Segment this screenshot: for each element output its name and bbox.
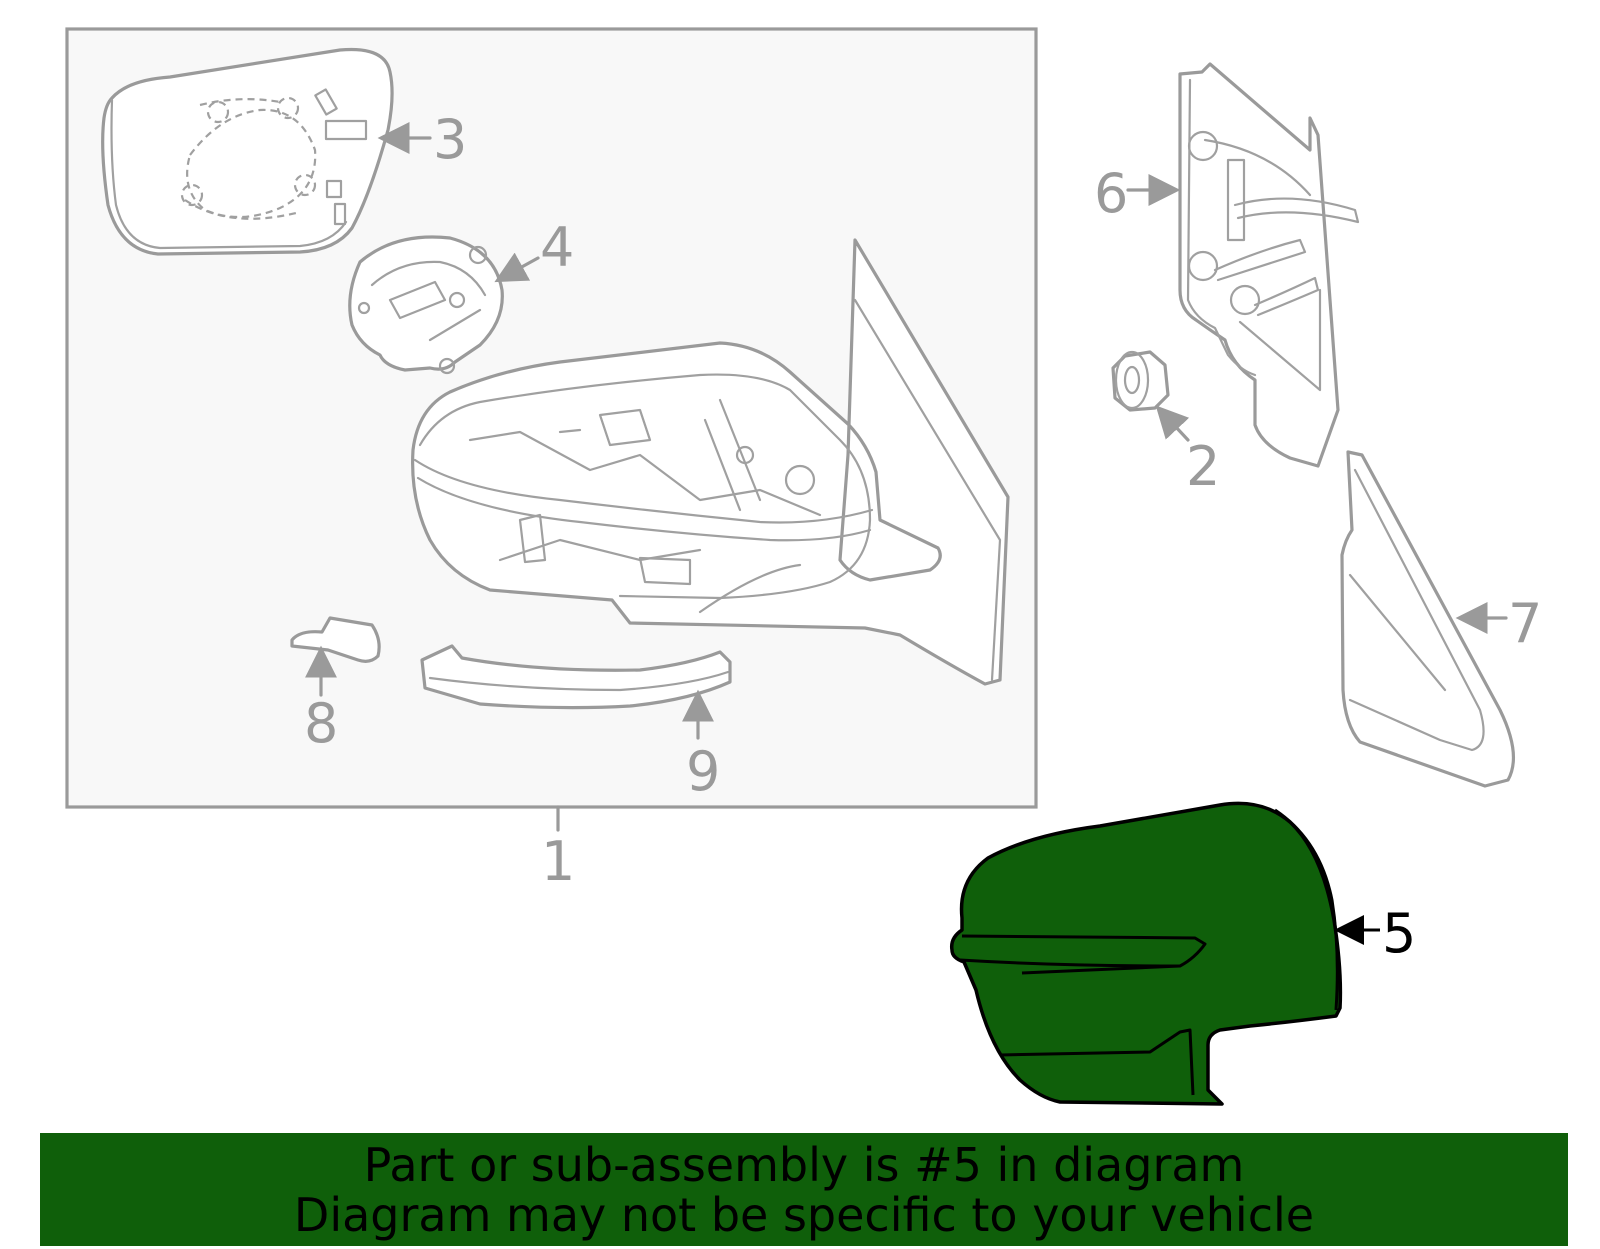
part-3-mirror-glass <box>101 47 394 256</box>
part-2-nut <box>1111 350 1170 412</box>
info-banner: Part or sub-assembly is #5 in diagram Di… <box>40 1133 1568 1246</box>
part-9-signal-lamp <box>420 644 732 710</box>
leader-2 <box>1155 405 1190 442</box>
callout-9: 9 <box>686 740 720 803</box>
leader-4 <box>494 252 540 283</box>
part-1-mirror-housing <box>411 238 1010 686</box>
callout-7: 7 <box>1508 592 1542 655</box>
callout-4: 4 <box>540 216 574 279</box>
callout-6: 6 <box>1094 162 1128 225</box>
callout-8: 8 <box>304 692 338 755</box>
callout-3: 3 <box>433 108 467 171</box>
callout-2: 2 <box>1186 435 1220 498</box>
part-5-mirror-cover-highlighted <box>949 801 1343 1106</box>
banner-line-part: Part or sub-assembly is #5 in diagram <box>363 1137 1245 1192</box>
part-7-cover <box>1340 450 1515 788</box>
banner-line-disclaimer: Diagram may not be specific to your vehi… <box>293 1187 1315 1242</box>
callout-5: 5 <box>1382 902 1416 965</box>
part-6-bracket <box>1178 62 1360 468</box>
part-4-actuator <box>348 235 504 375</box>
callout-1: 1 <box>541 830 575 893</box>
